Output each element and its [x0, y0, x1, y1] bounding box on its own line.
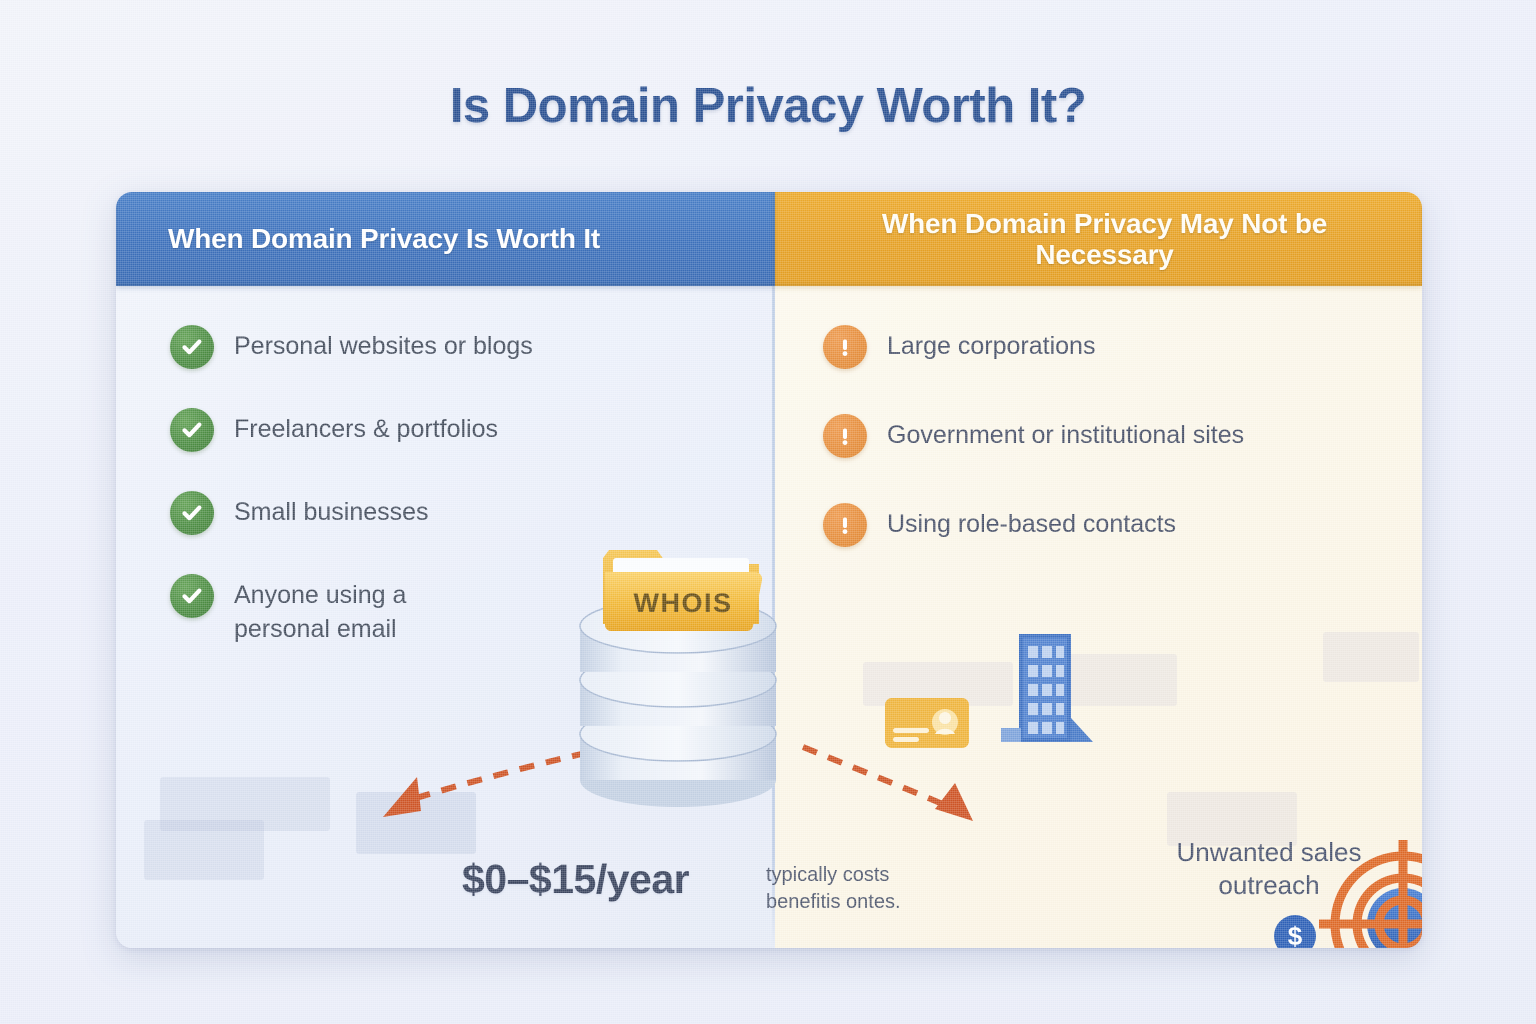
list-item: Personal websites or blogs [170, 324, 775, 369]
list-item: Large corporations [823, 324, 1422, 369]
targeted-person-megaphone-icon: $ [1263, 832, 1422, 948]
list-item-label: Using role-based contacts [887, 510, 1177, 538]
list-item-label: Anyone using a personal email [234, 581, 407, 643]
price-note: typically costs benefitis ontes. [766, 864, 901, 913]
list-item-label: Large corporations [887, 332, 1096, 360]
decor-block [1323, 632, 1419, 682]
price-value: $0–$15 [462, 856, 596, 902]
list-item: Small businesses [170, 490, 775, 535]
id-card-icon [883, 692, 973, 754]
list-item: Anyone using a personal email [170, 573, 775, 646]
svg-text:$: $ [1288, 921, 1303, 948]
decor-block [144, 820, 264, 880]
unwanted-sales-outreach-label: Unwanted sales outreach [1176, 837, 1362, 901]
whois-database-icon: WHOIS [563, 528, 793, 808]
dashed-arrow-right-icon [801, 744, 973, 821]
column-may-not-be-necessary: When Domain Privacy May Not be Necessary… [775, 192, 1422, 948]
list-item-label: Small businesses [234, 498, 429, 526]
check-circle-icon [170, 574, 214, 618]
may-not-be-necessary-list: Large corporations Government or institu… [775, 286, 1422, 547]
exclamation-circle-icon [823, 325, 867, 369]
list-item-label: Government or institutional sites [887, 421, 1245, 449]
exclamation-circle-icon [823, 414, 867, 458]
column-header-label: When Domain Privacy May Not be Necessary [881, 207, 1328, 270]
decor-block [1067, 654, 1177, 706]
price-range: $0–$15/year [462, 856, 690, 903]
check-circle-icon [170, 325, 214, 369]
column-header-label: When Domain Privacy Is Worth It [168, 223, 601, 255]
office-building-icon [993, 630, 1097, 755]
price-unit: /year [595, 856, 690, 902]
exclamation-circle-icon [823, 503, 867, 547]
column-header-worth-it: When Domain Privacy Is Worth It [116, 192, 775, 286]
worth-it-list: Personal websites or blogs Freelancers &… [116, 286, 775, 646]
check-circle-icon [170, 408, 214, 452]
list-item-label: Freelancers & portfolios [234, 415, 499, 443]
whois-label: WHOIS [634, 588, 733, 618]
comparison-card: When Domain Privacy Is Worth It Personal… [116, 192, 1422, 948]
list-item: Government or institutional sites [823, 413, 1422, 458]
decor-block [1167, 792, 1297, 846]
page-title: Is Domain Privacy Worth It? [449, 79, 1087, 133]
decor-block [160, 777, 330, 831]
dashed-arrow-left-icon [383, 744, 614, 817]
check-circle-icon [170, 491, 214, 535]
list-item-label: Personal websites or blogs [234, 332, 533, 360]
list-item: Using role-based contacts [823, 502, 1422, 547]
list-item: Freelancers & portfolios [170, 407, 775, 452]
column-header-may-not-be-necessary: When Domain Privacy May Not be Necessary [775, 192, 1422, 286]
